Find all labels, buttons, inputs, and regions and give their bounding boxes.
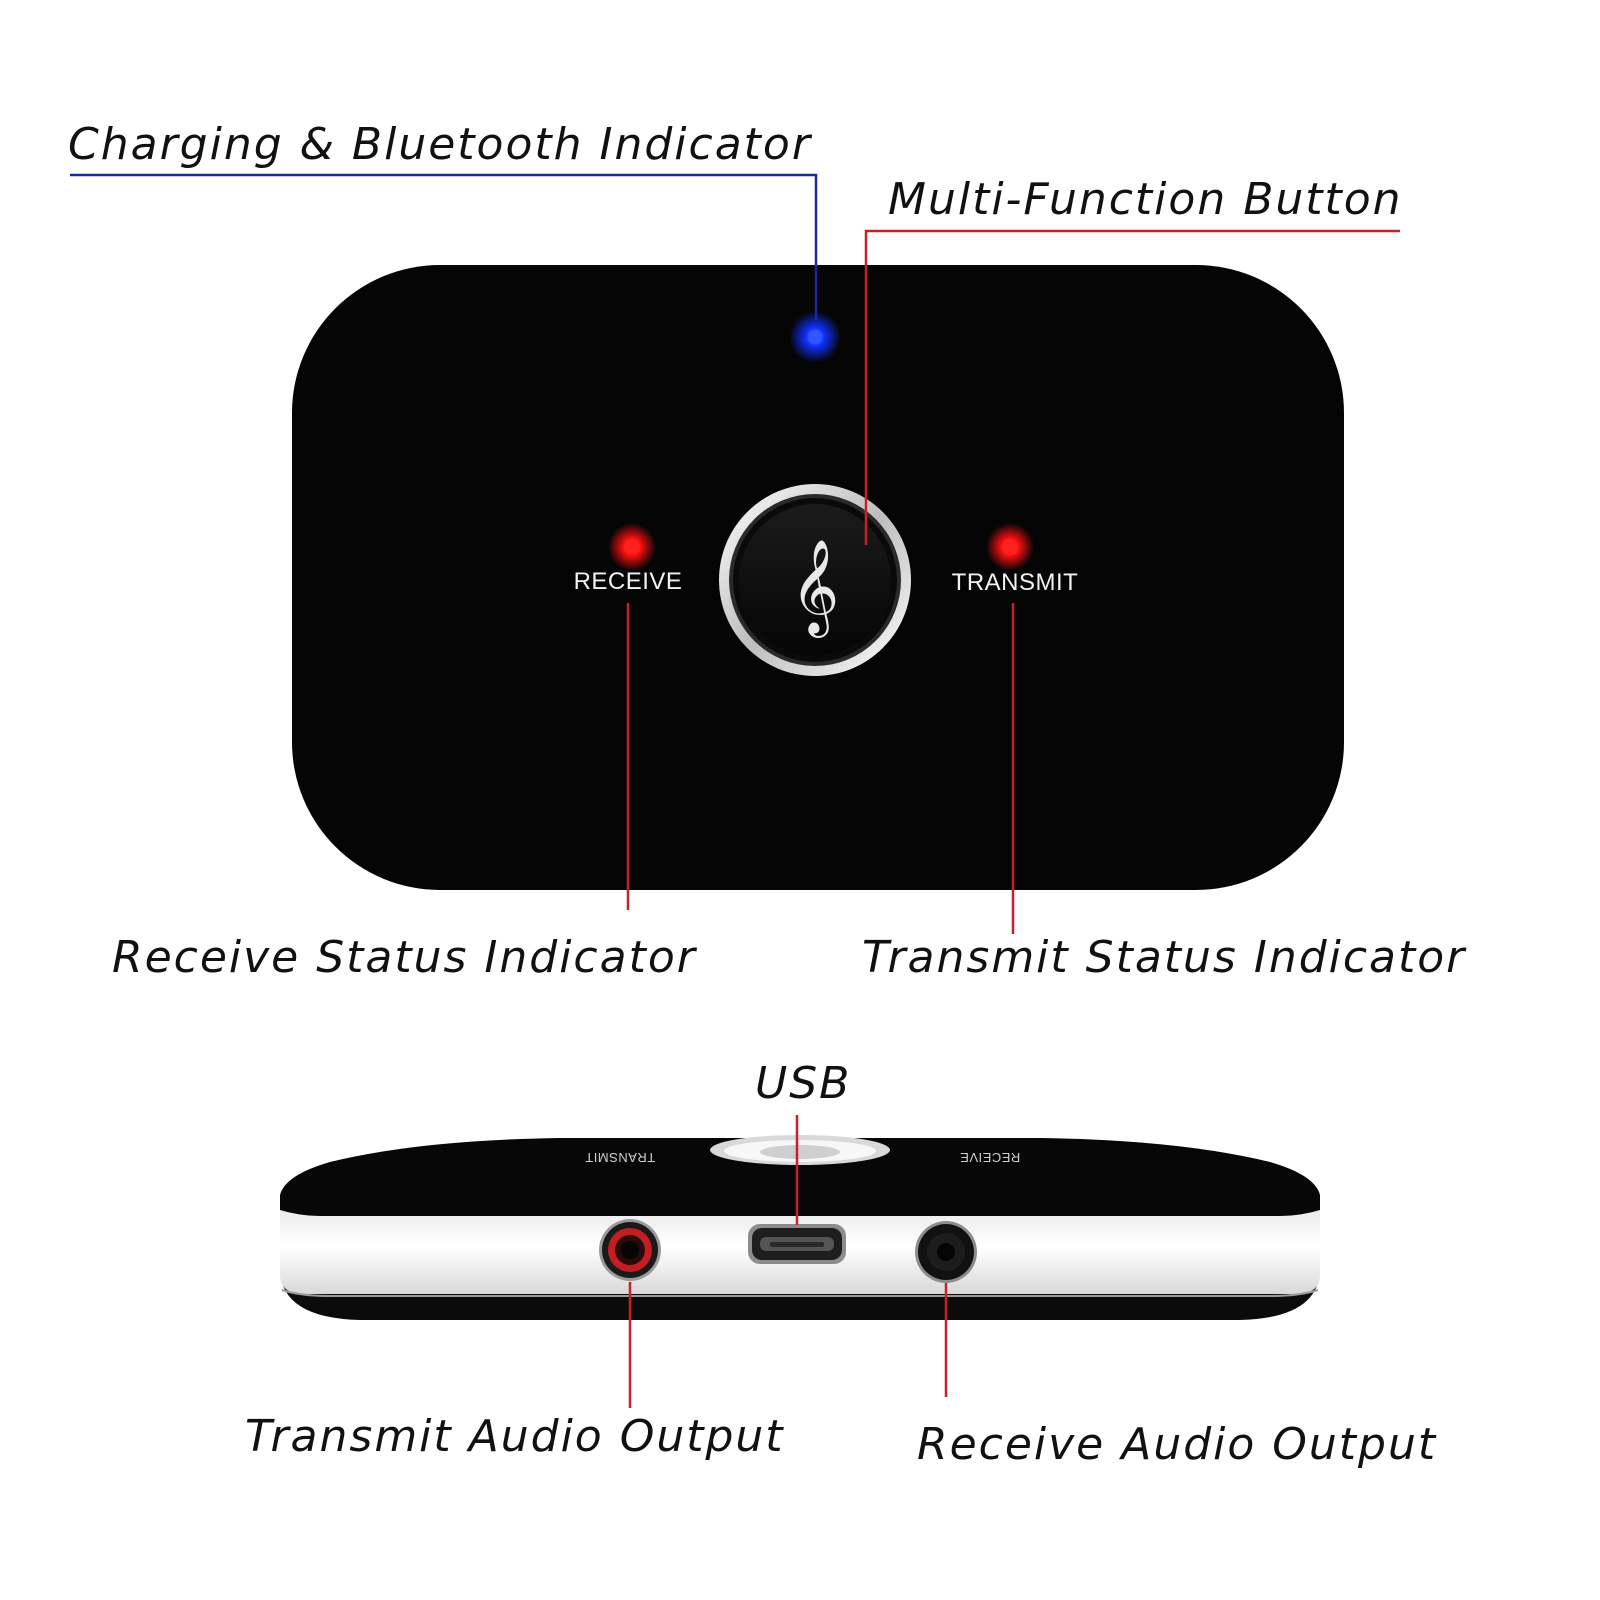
- multi-function-leader: [864, 229, 1400, 545]
- transmit-audio-output-callout: Transmit Audio Output: [245, 1411, 785, 1462]
- receive-audio-output-callout: Receive Audio Output: [917, 1419, 1438, 1470]
- charging-bluetooth-indicator-callout: Charging & Bluetooth Indicator: [68, 119, 812, 170]
- device-side-view: TRANSMIT RECEIVE: [280, 1135, 1320, 1320]
- side-mirrored-transmit-label: TRANSMIT: [585, 1150, 655, 1165]
- receive-led: [608, 523, 656, 571]
- usb-port: [748, 1224, 846, 1264]
- charging-indicator-leader: [70, 173, 818, 320]
- side-mirrored-receive-label: RECEIVE: [960, 1150, 1021, 1165]
- transmit-audio-jack: [599, 1219, 661, 1281]
- receive-audio-jack: [915, 1221, 977, 1283]
- receive-device-label: RECEIVE: [574, 568, 683, 595]
- transmit-led: [986, 523, 1034, 571]
- receive-status-indicator-callout: Receive Status Indicator: [112, 932, 697, 983]
- usb-callout: USB: [755, 1058, 852, 1109]
- treble-clef-icon: 𝄞: [791, 539, 839, 638]
- charging-bluetooth-led: [789, 311, 841, 363]
- multi-function-button[interactable]: 𝄞: [719, 484, 911, 676]
- transmit-status-indicator-callout: Transmit Status Indicator: [862, 932, 1467, 983]
- transmit-device-label: TRANSMIT: [952, 569, 1079, 596]
- multi-function-button-callout: Multi-Function Button: [888, 174, 1403, 225]
